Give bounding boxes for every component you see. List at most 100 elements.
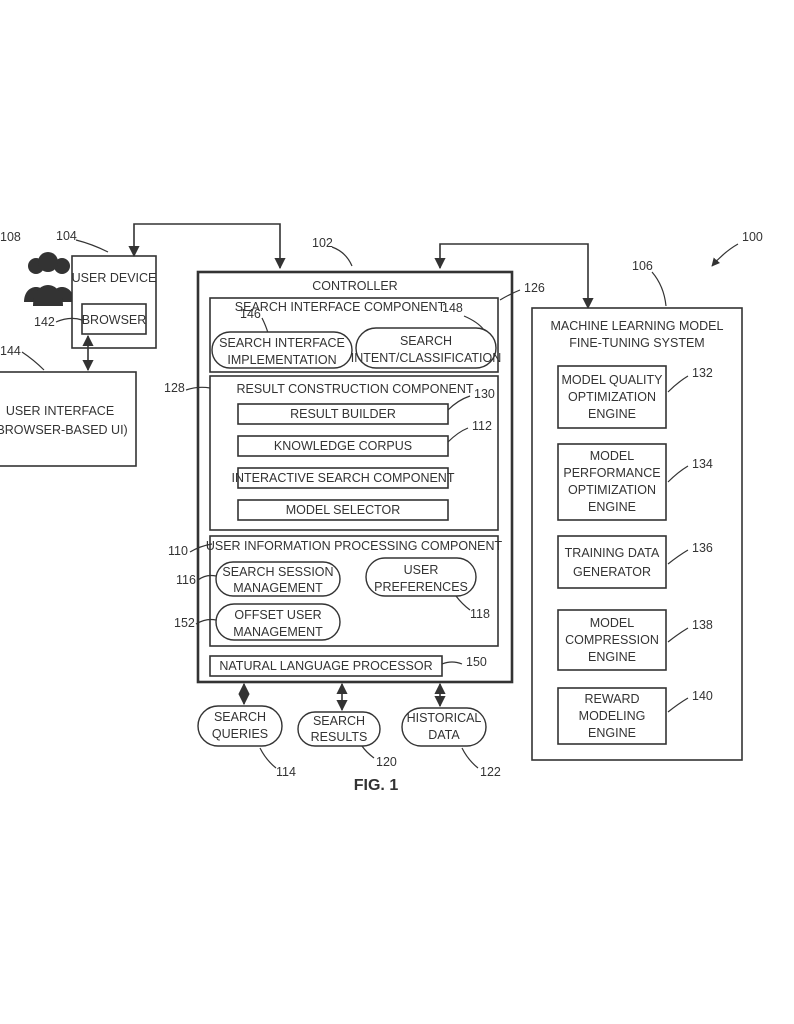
- user-information-processing-title: USER INFORMATION PROCESSING COMPONENT: [206, 539, 503, 553]
- leader-102: [331, 246, 353, 267]
- result-builder-label: RESULT BUILDER: [290, 407, 396, 421]
- engine-136-line1: TRAINING DATA: [565, 546, 660, 560]
- engine-138-line1: MODEL: [590, 616, 635, 630]
- ref-130: 130: [474, 387, 495, 401]
- leader-130: [447, 395, 471, 411]
- ref-138: 138: [692, 618, 713, 632]
- ref-126: 126: [524, 281, 545, 295]
- interactive-search-component-label: INTERACTIVE SEARCH COMPONENT: [232, 471, 455, 485]
- leader-116: [197, 574, 217, 581]
- ref-116: 116: [176, 573, 196, 587]
- ref-108: 108: [0, 230, 21, 244]
- user-preferences-line1: USER: [404, 563, 439, 577]
- leader-132: [667, 375, 689, 393]
- offset-user-line1: OFFSET USER: [234, 608, 321, 622]
- search-queries-line2: QUERIES: [212, 727, 268, 741]
- leader-128: [185, 386, 211, 391]
- engine-140-line1: REWARD: [584, 692, 639, 706]
- ref-110: 110: [168, 544, 188, 558]
- leader-120: [361, 745, 375, 759]
- leader-136: [667, 549, 689, 565]
- search-results-store: [297, 711, 381, 747]
- browser-box: [81, 303, 147, 335]
- search-session-line2: MANAGEMENT: [233, 581, 323, 595]
- training-data-generator-box: [557, 535, 667, 589]
- ref-112: 112: [472, 419, 492, 433]
- engine-140-line2: MODELING: [579, 709, 646, 723]
- ref-120: 120: [376, 755, 397, 769]
- ref-146: 146: [240, 307, 261, 321]
- ref-132: 132: [692, 366, 713, 380]
- search-intent-classification-pill: [355, 327, 497, 369]
- ref-122: 122: [480, 765, 501, 779]
- browser-label: BROWSER: [82, 313, 147, 327]
- engine-132-line3: ENGINE: [588, 407, 636, 421]
- leader-126: [499, 289, 521, 301]
- ref-100: 100: [742, 230, 763, 244]
- search-interface-implementation-line1: SEARCH INTERFACE: [219, 336, 345, 350]
- leader-110: [189, 543, 213, 553]
- historical-data-store: [401, 707, 487, 747]
- user-interface-box: [0, 371, 137, 467]
- leader-118: [455, 595, 471, 611]
- user-device-title: USER DEVICE: [72, 271, 157, 285]
- engine-134-line4: ENGINE: [588, 500, 636, 514]
- ref-104: 104: [56, 229, 77, 243]
- ref-106: 106: [632, 259, 653, 273]
- search-intent-line2: INTENT/CLASSIFICATION: [351, 351, 501, 365]
- figure-label: FIG. 1: [354, 777, 399, 794]
- leader-106: [651, 271, 667, 307]
- user-preferences-line2: PREFERENCES: [374, 580, 468, 594]
- user-interface-line2: (BROWSER-BASED UI): [0, 423, 128, 437]
- search-results-line2: RESULTS: [311, 730, 368, 744]
- leader-122: [461, 747, 479, 769]
- ml-system-title-line2: FINE-TUNING SYSTEM: [569, 336, 704, 350]
- leader-114: [259, 747, 277, 769]
- ml-system-title-line1: MACHINE LEARNING MODEL: [551, 319, 724, 333]
- ref-152: 152: [174, 616, 195, 630]
- interactive-search-component-box: [237, 467, 449, 489]
- search-interface-implementation-line2: IMPLEMENTATION: [227, 353, 336, 367]
- model-quality-engine-box: [557, 365, 667, 429]
- search-intent-line1: SEARCH: [400, 334, 452, 348]
- ref-118: 118: [470, 607, 490, 621]
- result-builder-box: [237, 403, 449, 425]
- ref-142: 142: [34, 315, 55, 329]
- ref-102: 102: [312, 236, 333, 250]
- engine-138-line2: COMPRESSION: [565, 633, 659, 647]
- natural-language-processor-box: [209, 655, 443, 677]
- search-queries-store: [197, 705, 283, 747]
- engine-134-line2: PERFORMANCE: [563, 466, 660, 480]
- leader-134: [667, 465, 689, 483]
- controller-ml-connector: [434, 243, 594, 310]
- knowledge-corpus-label: KNOWLEDGE CORPUS: [274, 439, 412, 453]
- users-icon: [24, 252, 74, 306]
- ref-148: 148: [442, 301, 463, 315]
- engine-140-line3: ENGINE: [588, 726, 636, 740]
- ref-150: 150: [466, 655, 487, 669]
- reward-modeling-engine-box: [557, 687, 667, 745]
- ref-128: 128: [164, 381, 185, 395]
- leader-104: [75, 239, 109, 253]
- result-construction-title: RESULT CONSTRUCTION COMPONENT: [236, 382, 473, 396]
- offset-user-management-pill: [215, 603, 341, 641]
- leader-138: [667, 627, 689, 643]
- model-performance-engine-box: [557, 443, 667, 521]
- model-selector-label: MODEL SELECTOR: [286, 503, 401, 517]
- leader-144: [21, 351, 45, 371]
- historical-data-line1: HISTORICAL: [407, 711, 482, 725]
- engine-134-line1: MODEL: [590, 449, 635, 463]
- natural-language-processor-label: NATURAL LANGUAGE PROCESSOR: [219, 659, 432, 673]
- ref-114: 114: [276, 765, 296, 779]
- leader-150: [441, 661, 463, 665]
- leader-140: [667, 697, 689, 713]
- ref-140: 140: [692, 689, 713, 703]
- ref-134: 134: [692, 457, 713, 471]
- engine-136-line2: GENERATOR: [573, 565, 651, 579]
- leader-142: [55, 317, 83, 323]
- offset-user-line2: MANAGEMENT: [233, 625, 323, 639]
- knowledge-corpus-box: [237, 435, 449, 457]
- leader-152: [195, 618, 217, 625]
- model-compression-engine-box: [557, 609, 667, 671]
